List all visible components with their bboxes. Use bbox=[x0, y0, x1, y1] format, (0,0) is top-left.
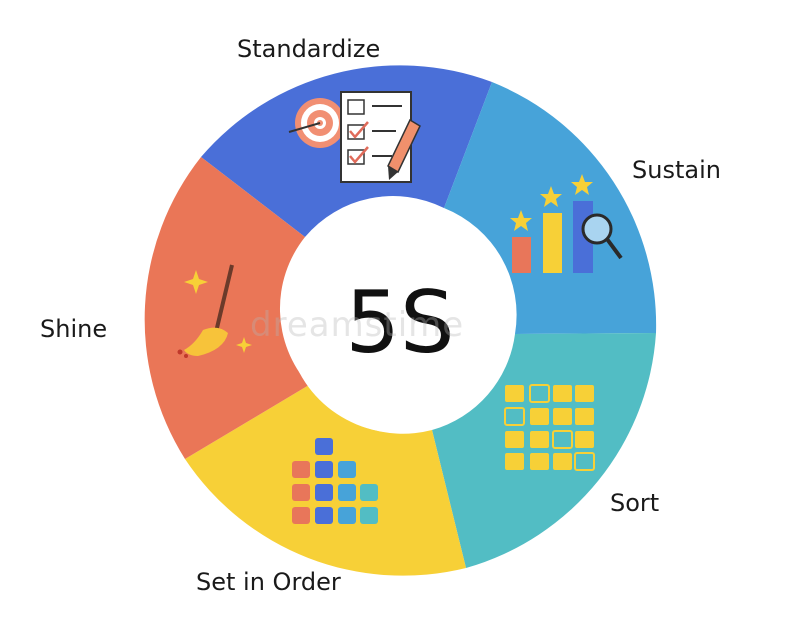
broom-sparkle-icon bbox=[177, 264, 252, 358]
target-checklist-icon bbox=[288, 91, 421, 183]
bar-chart-stars-magnifier-icon bbox=[510, 174, 623, 273]
label-shine: Shine bbox=[40, 315, 108, 343]
center-title: 5S bbox=[345, 273, 454, 373]
segment-set-in-order bbox=[185, 385, 466, 576]
label-set-in-order: Set in Order bbox=[196, 568, 341, 596]
segment-sustain bbox=[444, 82, 657, 334]
label-standardize: Standardize bbox=[237, 35, 381, 63]
grid-boxes-icon bbox=[504, 384, 595, 471]
label-sustain: Sustain bbox=[632, 156, 721, 184]
segment-sort bbox=[432, 333, 656, 568]
stacked-blocks-icon bbox=[292, 438, 378, 524]
watermark: dreamstime bbox=[250, 305, 465, 345]
center-circle bbox=[286, 205, 514, 433]
segment-shine bbox=[144, 157, 309, 459]
label-sort: Sort bbox=[610, 489, 660, 517]
